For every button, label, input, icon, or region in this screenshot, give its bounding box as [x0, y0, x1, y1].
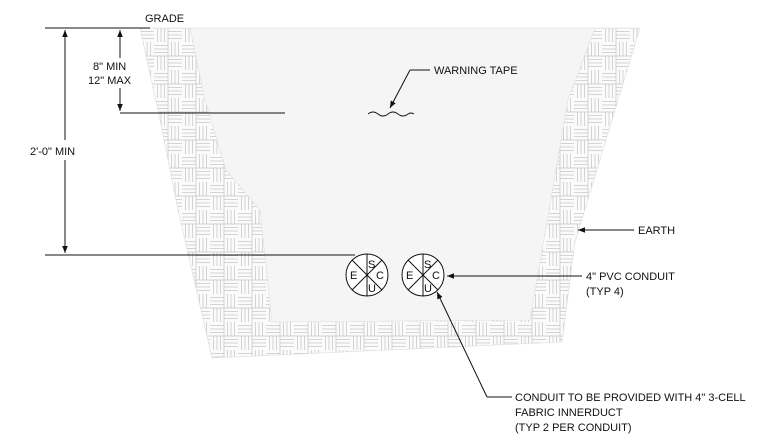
earth-label: EARTH: [638, 225, 675, 237]
conduit-right: S E C U: [401, 253, 445, 297]
depth-label: 2'-0" MIN: [30, 146, 75, 158]
conduit-left-cell-left: E: [350, 270, 357, 282]
conduit-left-cell-right: C: [376, 270, 384, 282]
pvc-conduit-label-line1: 4" PVC CONDUIT: [586, 271, 675, 283]
innerduct-label-line1: CONDUIT TO BE PROVIDED WITH 4" 3-CELL: [515, 392, 746, 404]
warning-tape-label: WARNING TAPE: [434, 65, 518, 77]
warning-tape-symbol: [367, 111, 415, 117]
conduit-right-cell-top: S: [424, 259, 431, 271]
conduit-right-cell-bottom: U: [424, 283, 432, 295]
conduit-right-cell-right: C: [432, 270, 440, 282]
pvc-conduit-label-line2: (TYP 4): [586, 286, 624, 298]
conduit-left: S E C U: [345, 253, 389, 297]
warning-tape-leader-arrow: [389, 69, 411, 109]
conduit-right-cell-left: E: [406, 270, 413, 282]
max-cover-label: 12" MAX: [88, 75, 132, 87]
conduit-left-cell-bottom: U: [368, 283, 376, 295]
trench-backfill: [189, 27, 596, 323]
innerduct-label-line2: FABRIC INNERDUCT: [515, 407, 623, 419]
conduit-left-cell-top: S: [368, 259, 375, 271]
grade-label: GRADE: [145, 13, 184, 25]
min-cover-label: 8" MIN: [93, 61, 126, 73]
innerduct-label-line3: (TYP 2 PER CONDUIT): [515, 422, 632, 434]
innerduct-leader-arrow: [436, 291, 488, 398]
